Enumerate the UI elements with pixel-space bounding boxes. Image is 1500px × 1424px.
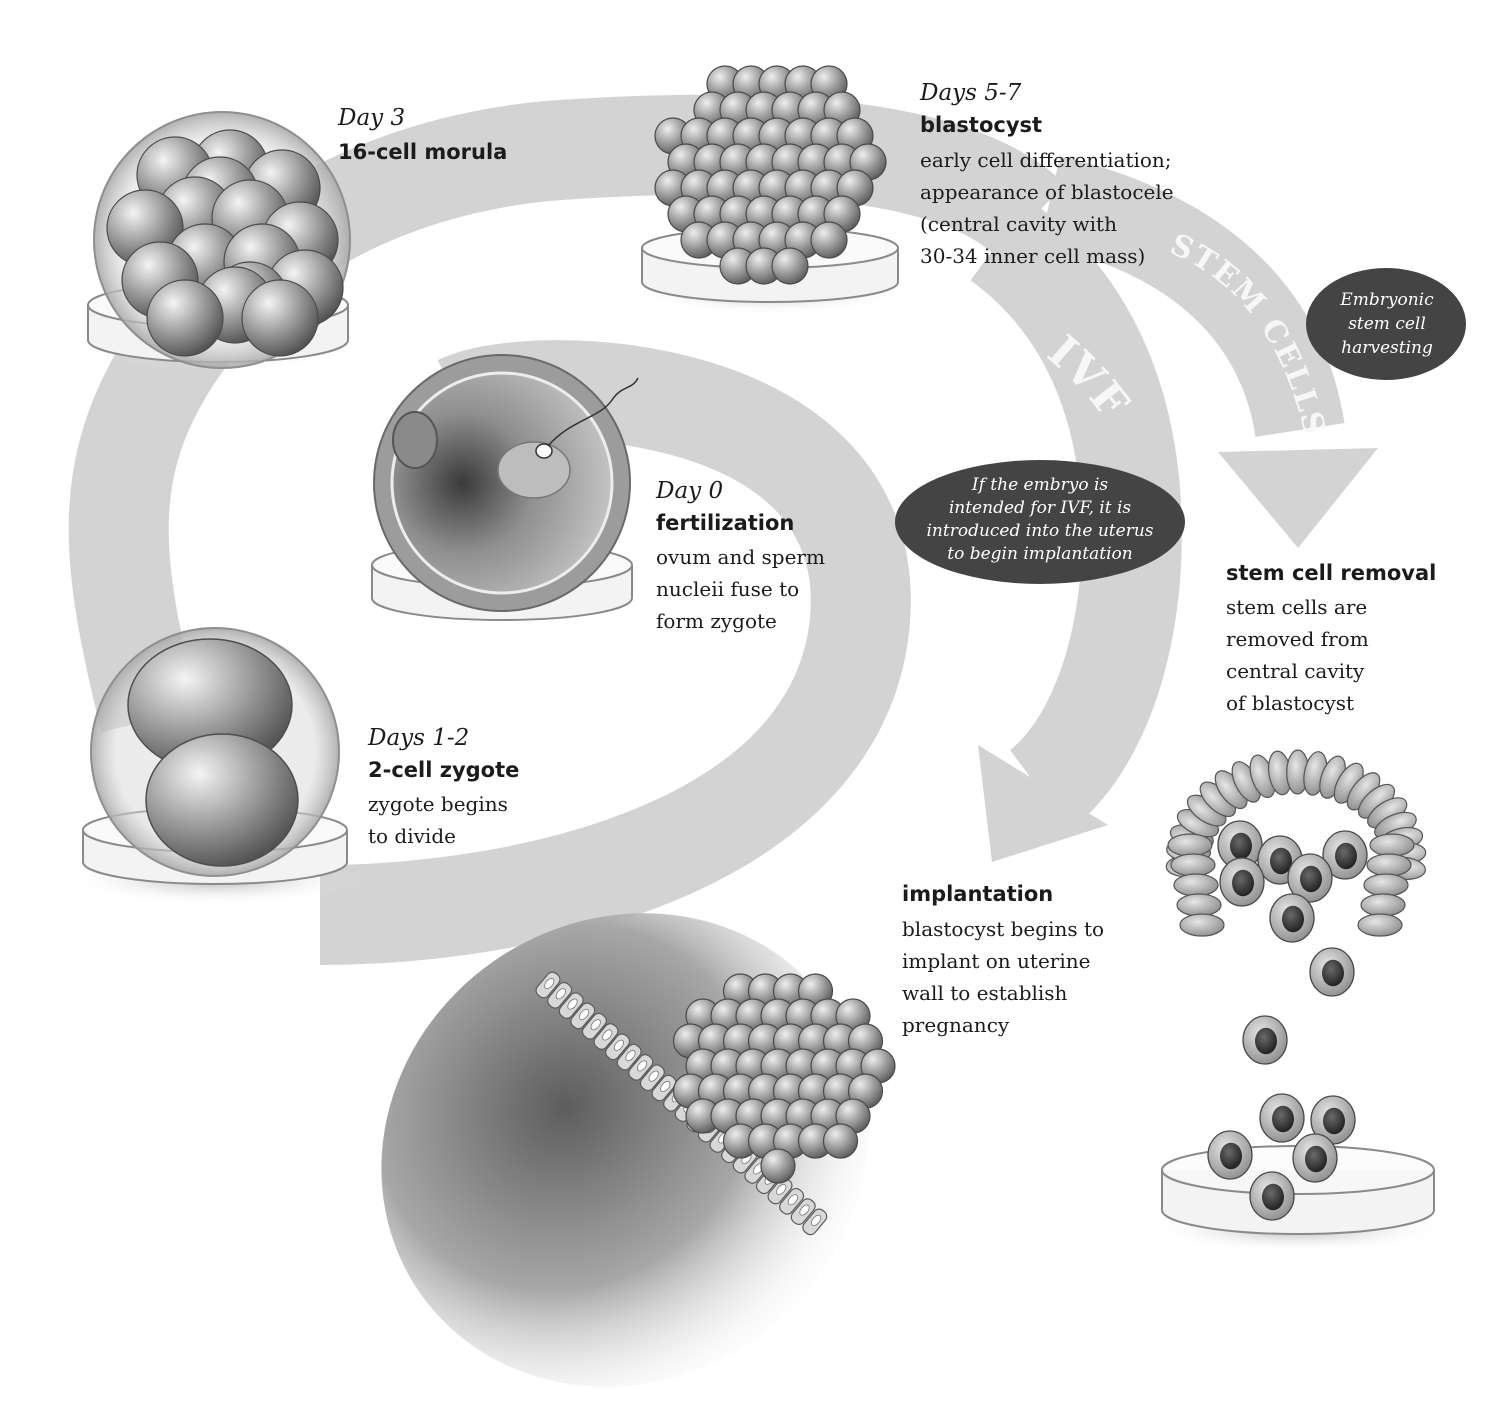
fertilization-desc-line-3: form zygote [656, 609, 777, 633]
uterine-cell [547, 981, 573, 1009]
stem-cell [1310, 1095, 1356, 1145]
uterine-cell [802, 1208, 828, 1236]
stem-cell-removal-desc-line-2: removed from [1226, 627, 1369, 651]
sperm-tail [547, 377, 639, 447]
implanting-blastocyst [672, 973, 896, 1184]
harvested-stem-cells [1207, 1093, 1356, 1221]
pronucleus [497, 441, 571, 499]
blastocyst-desc-line-3: (central cavity with [920, 212, 1117, 236]
harvesting-callout-line-1: Embryonic [1340, 290, 1434, 310]
stem-cell [1287, 853, 1333, 903]
trophoblast-cell [1167, 833, 1213, 857]
trophoblast-cell [1179, 913, 1225, 937]
cell [241, 279, 319, 357]
blastocyst-title: blastocyst [920, 113, 1043, 137]
ivf-arrow-head [978, 745, 1108, 862]
zygote-title: 2-cell zygote [368, 758, 520, 782]
stem-cell [1207, 1130, 1253, 1180]
inner-spiral-band [319, 340, 911, 965]
blastocyst-illustration [654, 65, 887, 285]
zygote-day-label: Days 1-2 [368, 725, 470, 751]
stem-cells-arrow-head [1218, 448, 1378, 548]
uterine-cell [605, 1033, 631, 1061]
harvesting-callout-line-3: harvesting [1341, 338, 1433, 358]
blastocyst-desc-line-2: appearance of blastocele [920, 180, 1174, 204]
two-cell-zygote-illustration [90, 627, 340, 877]
harvesting-callout-oval [1306, 268, 1466, 380]
stem-cell-removal-desc-line-1: stem cells are [1226, 595, 1368, 619]
trophoblast-cell [1357, 913, 1403, 937]
stem-cell [1322, 830, 1368, 880]
stem-cell [1217, 820, 1263, 870]
uterine-cell [616, 1043, 642, 1071]
morula-title: 16-cell morula [338, 140, 508, 164]
stem-cell-removal-title: stem cell removal [1226, 561, 1437, 585]
cell [760, 1148, 796, 1184]
trophoblast-cell [1366, 853, 1412, 877]
implantation-desc-line-1: blastocyst begins to [902, 917, 1105, 941]
zygote-desc-line-2: to divide [368, 824, 456, 848]
ovum-illustration [373, 354, 639, 612]
trophoblast-cell [1170, 853, 1216, 877]
trophoblast-ring [1165, 749, 1427, 937]
uterine-cell [628, 1054, 654, 1081]
trophoblast-cell [1176, 893, 1222, 917]
stem-cells-arrow-band [1039, 156, 1345, 438]
trophoblast-cell [1369, 833, 1415, 857]
fertilization-desc-line-1: ovum and sperm [656, 545, 825, 569]
zygote-desc-line-1: zygote begins [368, 792, 508, 816]
fertilization-day-label: Day 0 [656, 478, 724, 504]
ivf-callout-line-4: to begin implantation [947, 544, 1133, 564]
cell [771, 247, 809, 285]
fertilization-title: fertilization [656, 511, 795, 535]
trophoblast-cell [1173, 873, 1219, 897]
harvesting-callout-text: Embryonic stem cell harvesting [1312, 288, 1462, 360]
ivf-callout-line-1: If the embryo is [971, 475, 1109, 495]
uterine-cell [767, 1177, 793, 1205]
fertilization-desc-line-2: nucleii fuse to [656, 577, 800, 601]
uterine-cell [779, 1187, 805, 1215]
stem-cell [1309, 947, 1355, 997]
implantation-title: implantation [902, 882, 1054, 906]
implantation-illustration [381, 913, 896, 1387]
uterine-cell [790, 1198, 816, 1225]
stem-cell [1219, 857, 1265, 907]
uterine-cell [581, 1012, 607, 1040]
uterine-cell [558, 992, 584, 1019]
ivf-callout-line-2: intended for IVF, it is [948, 498, 1132, 518]
stem-cell [1242, 1015, 1288, 1065]
implantation-desc-line-2: implant on uterine [902, 949, 1091, 973]
inner-cell-mass [1217, 820, 1368, 1065]
ivf-callout-line-3: introduced into the uterus [926, 521, 1154, 541]
sperm-head [535, 443, 553, 459]
implantation-desc-line-4: pregnancy [902, 1013, 1010, 1037]
stem-cell-removal-illustration [1165, 749, 1427, 1065]
uterine-cell [651, 1074, 677, 1102]
uterine-cell [593, 1023, 619, 1050]
blastocyst-desc-line-4: 30-34 inner cell mass) [920, 244, 1146, 268]
cell [822, 1123, 859, 1159]
stem-cell-removal-desc-line-4: of blastocyst [1226, 691, 1355, 715]
trophoblast-cell [1360, 893, 1406, 917]
cell [810, 221, 848, 259]
blastocyst-day-label: Days 5-7 [920, 80, 1022, 106]
blastocyst-desc-line-1: early cell differentiation; [920, 148, 1172, 172]
stem-cell [1269, 893, 1315, 943]
implantation-desc-line-3: wall to establish [902, 981, 1068, 1005]
trophoblast-cell [1363, 873, 1409, 897]
ivf-callout-text: If the embryo is intended for IVF, it is… [905, 474, 1175, 566]
cell [146, 279, 224, 357]
stem-cell-removal-desc-line-3: central cavity [1226, 659, 1365, 683]
uterine-cell [639, 1064, 665, 1092]
harvesting-callout-line-2: stem cell [1348, 314, 1426, 334]
stem-cell [1292, 1133, 1338, 1183]
ivf-callout-oval [895, 460, 1185, 584]
uterine-cell [570, 1002, 596, 1030]
morula-day-label: Day 3 [338, 105, 406, 131]
morula-illustration [93, 111, 351, 369]
stem-cell [1249, 1171, 1295, 1221]
uterine-cell [535, 971, 561, 999]
stem-cell [1259, 1093, 1305, 1143]
